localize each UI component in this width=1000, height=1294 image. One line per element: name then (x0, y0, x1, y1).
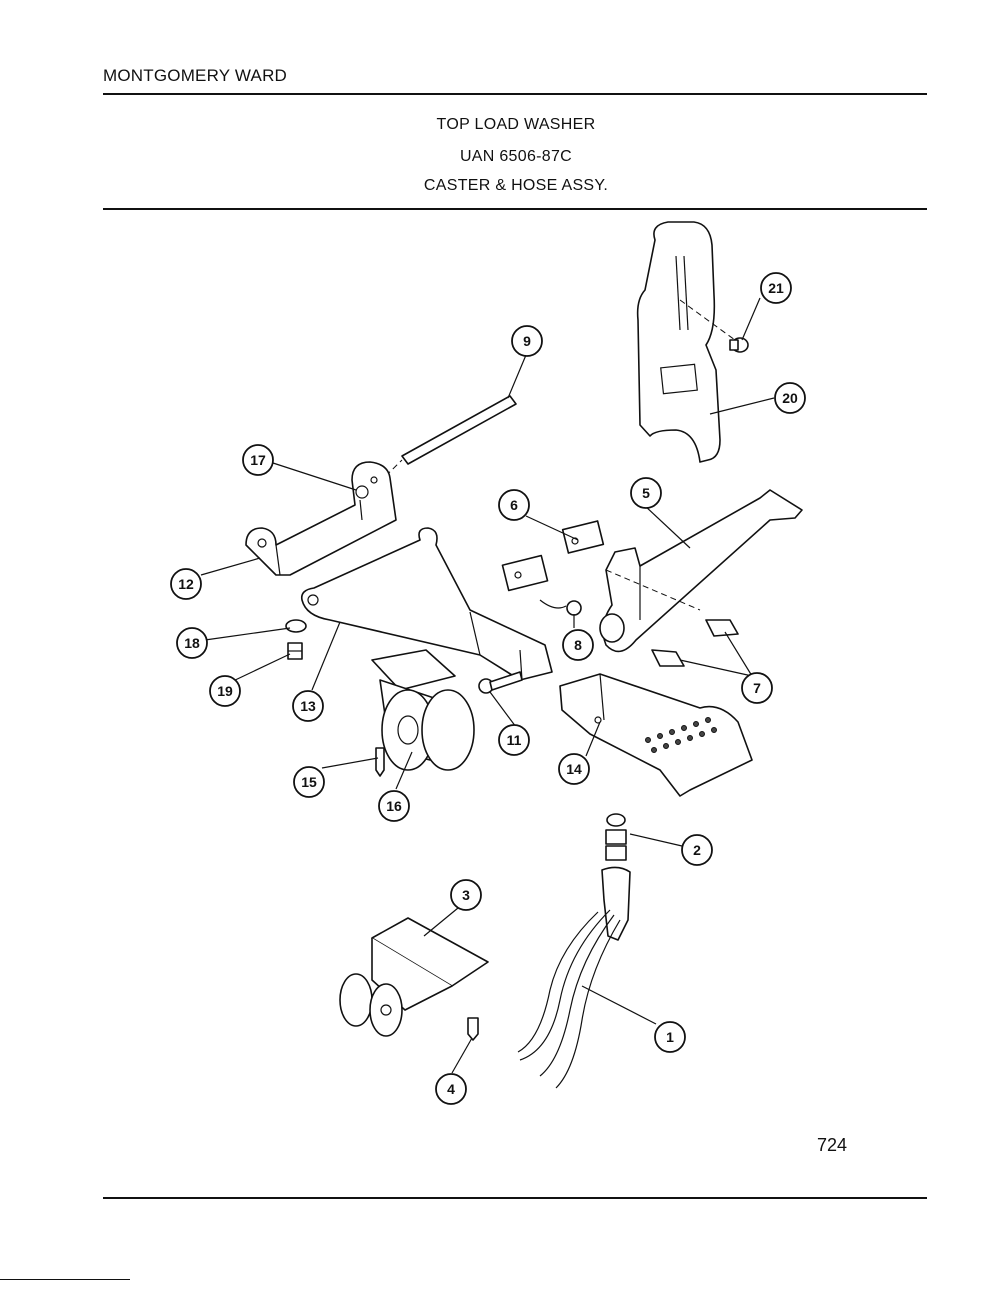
callout-6: 6 (498, 489, 530, 521)
svg-text:2: 2 (693, 842, 701, 858)
part-bolt (287, 642, 303, 660)
svg-text:8: 8 (574, 637, 582, 653)
margin-rule (0, 1279, 130, 1280)
part-pin (651, 619, 739, 667)
assembly-name: CASTER & HOSE ASSY. (423, 177, 609, 194)
part-lever (599, 489, 803, 653)
callout-14: 14 (558, 753, 590, 785)
part-fitting (605, 813, 627, 861)
part-caster (339, 917, 489, 1037)
svg-text:15: 15 (301, 774, 317, 790)
svg-text:20: 20 (782, 390, 798, 406)
part-spring (539, 599, 582, 616)
part-fastener (679, 299, 749, 353)
callout-1: 1 (654, 1021, 686, 1053)
callout-11: 11 (498, 724, 530, 756)
part-caster-wheel (371, 649, 475, 771)
part-hose (517, 866, 631, 1089)
svg-text:18: 18 (184, 635, 200, 651)
svg-text:9: 9 (523, 333, 531, 349)
svg-text:7: 7 (753, 680, 761, 696)
svg-text:3: 3 (462, 887, 470, 903)
callout-7: 7 (741, 672, 773, 704)
svg-text:14: 14 (566, 761, 582, 777)
svg-text:21: 21 (768, 280, 784, 296)
callout-18: 18 (176, 627, 208, 659)
svg-text:4: 4 (447, 1081, 455, 1097)
callout-15: 15 (293, 766, 325, 798)
callout-5: 5 (630, 477, 662, 509)
callout-17: 17 (242, 444, 274, 476)
svg-text:12: 12 (178, 576, 194, 592)
part-screw-4 (467, 1017, 479, 1041)
leader-lines (200, 297, 775, 1074)
footer-rule (103, 1197, 927, 1199)
diagram-title: TOP LOAD WASHER (436, 116, 596, 133)
callout-12: 12 (170, 568, 202, 600)
callout-8: 8 (562, 629, 594, 661)
part-plate (636, 221, 721, 463)
callout-9: 9 (511, 325, 543, 357)
header-rule (103, 93, 927, 95)
callout-20: 20 (774, 382, 806, 414)
svg-text:6: 6 (510, 497, 518, 513)
page-number: 724 (817, 1135, 848, 1155)
callout-4: 4 (435, 1073, 467, 1105)
callout-21: 21 (760, 272, 792, 304)
svg-text:19: 19 (217, 683, 233, 699)
part-screw (375, 747, 385, 777)
title-rule (103, 208, 927, 210)
part-pedal (559, 673, 753, 797)
callout-13: 13 (292, 690, 324, 722)
callout-3: 3 (450, 879, 482, 911)
part-washer (285, 619, 307, 633)
brand-name: MONTGOMERY WARD (103, 66, 288, 85)
model-number: UAN 6506-87C (459, 148, 573, 165)
svg-text:16: 16 (386, 798, 402, 814)
callout-2: 2 (681, 834, 713, 866)
svg-text:1: 1 (666, 1029, 674, 1045)
svg-text:17: 17 (250, 452, 266, 468)
svg-text:5: 5 (642, 485, 650, 501)
part-arm (300, 527, 553, 681)
part-clip (501, 520, 605, 592)
svg-text:13: 13 (300, 698, 316, 714)
svg-text:11: 11 (507, 732, 522, 748)
callout-19: 19 (209, 675, 241, 707)
callout-16: 16 (378, 790, 410, 822)
part-screw-11 (478, 671, 523, 694)
part-bracket (245, 461, 397, 576)
